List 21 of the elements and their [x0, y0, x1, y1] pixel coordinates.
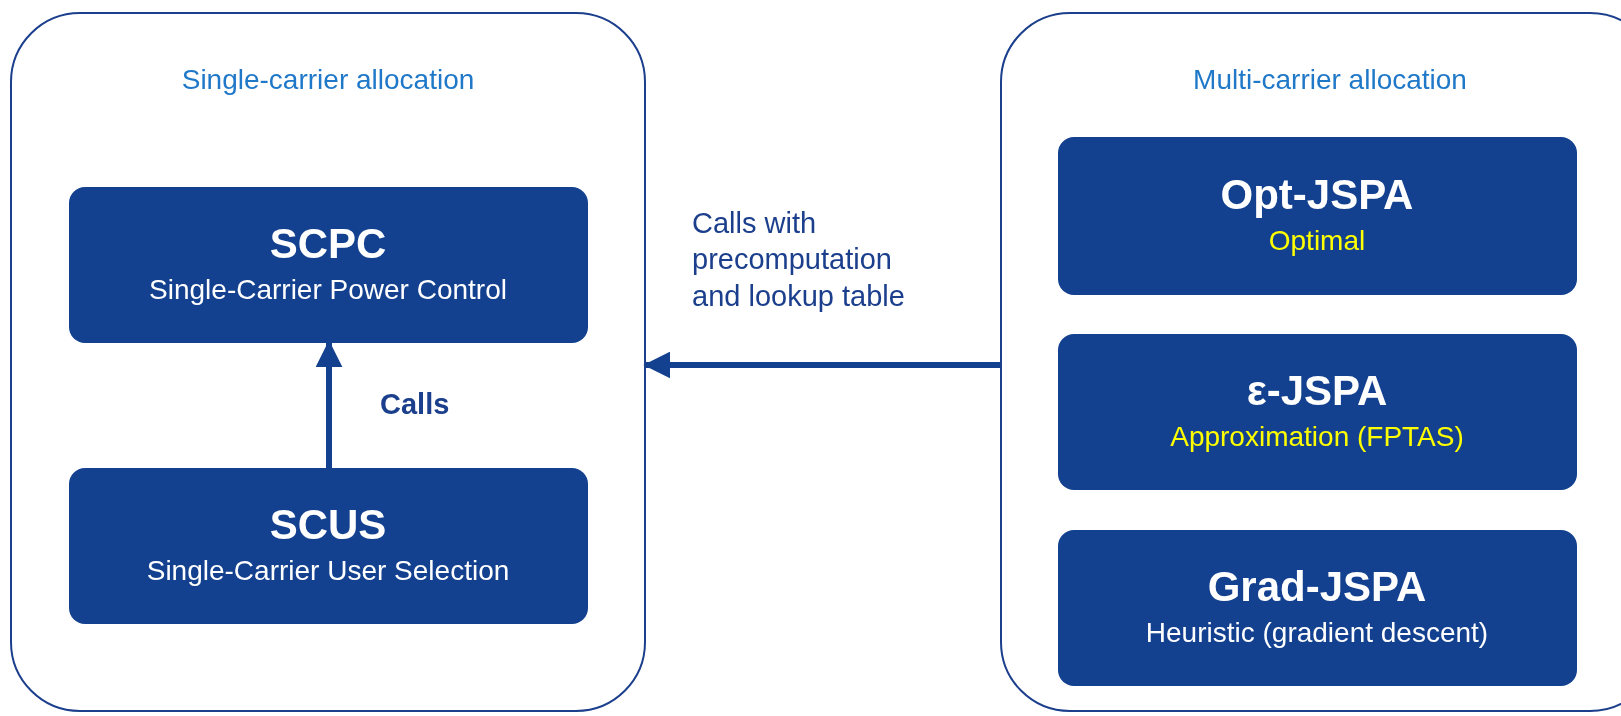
box-subtitle: Single-Carrier User Selection — [146, 554, 510, 589]
box-subtitle: Approximation (FPTAS) — [1170, 420, 1464, 455]
process-box — [1057, 333, 1577, 490]
process-box — [68, 467, 588, 624]
group-panel — [10, 12, 646, 712]
process-box — [68, 186, 588, 343]
box-subtitle: Optimal — [1268, 224, 1366, 259]
process-box — [1057, 136, 1577, 295]
group-title: Multi-carrier allocation — [1192, 64, 1468, 96]
box-subtitle: Single-Carrier Power Control — [149, 273, 507, 308]
process-box — [1057, 529, 1577, 686]
group-panel — [1000, 12, 1621, 712]
box-title: SCPC — [269, 220, 387, 269]
box-title: ε-JSPA — [1246, 367, 1388, 416]
box-title: Grad-JSPA — [1207, 563, 1427, 612]
box-title: Opt-JSPA — [1220, 171, 1414, 220]
arrow — [643, 351, 1000, 379]
group-title: Single-carrier allocation — [180, 64, 476, 96]
box-subtitle: Heuristic (gradient descent) — [1145, 616, 1489, 651]
box-title: SCUS — [269, 501, 387, 550]
arrow — [315, 340, 343, 468]
